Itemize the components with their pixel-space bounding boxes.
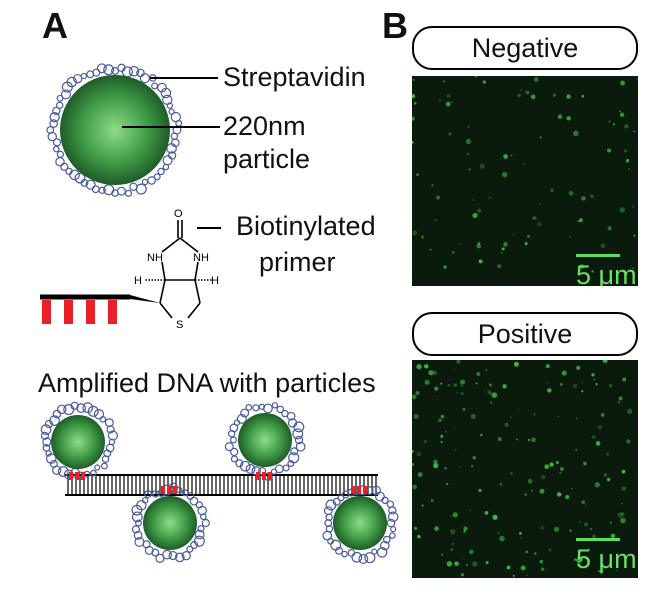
primer-label-line2: primer (259, 247, 336, 277)
negative-scale-label: 5 μm (576, 260, 637, 287)
streptavidin-leader (150, 77, 218, 79)
panel-a-letter: A (42, 5, 68, 46)
dna-section-title: Amplified DNA with particles (38, 368, 376, 398)
dna-ladder-icon (40, 401, 399, 564)
biotin-structure-icon: O NH NH H H S (40, 208, 219, 331)
nh-left-atom: NH (147, 252, 163, 264)
negative-micrograph: 5 μm (412, 76, 638, 286)
negative-label: Negative (471, 32, 579, 63)
primer-label-line1: Biotinylated (236, 211, 376, 241)
h-right-atom: H (211, 275, 219, 287)
positive-micrograph: 5 μm (412, 360, 638, 578)
positive-scale-bar (576, 538, 620, 541)
positive-scale-label: 5 μm (576, 544, 637, 574)
particle-size-label: 220nm (223, 111, 306, 141)
sulfur-atom: S (176, 319, 183, 331)
oxygen-atom: O (174, 208, 183, 220)
nh-right-atom: NH (193, 252, 209, 264)
particle-leader (122, 126, 220, 128)
negative-label-box: Negative (412, 26, 638, 70)
streptavidin-label: Streptavidin (223, 62, 366, 92)
panel-b-letter: B (382, 5, 408, 46)
particle-label: particle (223, 144, 311, 174)
positive-label-box: Positive (412, 312, 638, 356)
h-left-atom: H (134, 275, 142, 287)
particle-icon (46, 63, 183, 197)
primer-leader (197, 227, 221, 229)
positive-label: Positive (477, 318, 573, 349)
negative-scale-bar (576, 254, 620, 257)
